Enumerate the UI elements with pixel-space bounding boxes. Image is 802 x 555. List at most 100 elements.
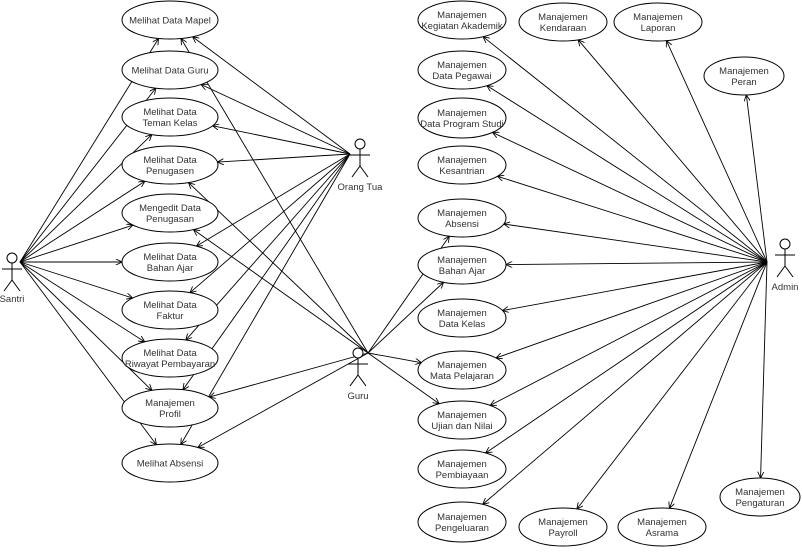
use-case-label: Absensi [445,219,479,230]
use-case-label: Pembiayaan [436,470,489,481]
use-case-label: Ujian dan Nilai [431,421,492,432]
use-case-label: Manajemen [637,517,687,528]
use-case-uc10: Melihat Absensi [121,443,219,483]
use-case-label: Peran [731,77,756,88]
association-admin-r11 [483,261,768,504]
association-admin-r10 [486,261,768,453]
use-case-label: Data Kelas [439,319,486,330]
association-admin-k1 [578,40,768,263]
association-guru-r6 [367,282,444,354]
use-case-ellipse [121,97,219,137]
use-case-label: Bahan Ajar [147,263,193,274]
use-case-label: Manajemen [437,108,487,119]
association-admin-r7 [502,261,768,311]
use-case-label: Laporan [641,23,676,34]
association-admin-l1 [666,41,768,263]
actor-head [779,238,791,250]
use-case-ellipse [121,443,219,483]
actor-label: Santri [0,294,24,305]
use-case-ellipse [417,400,507,440]
use-case-label: Manajemen [437,512,487,523]
actor-guru: Guru [347,347,369,402]
use-case-label: Manajemen [538,12,588,23]
use-case-label: Asrama [646,528,679,539]
association-admin-r5 [504,224,768,263]
actor-figure [348,358,368,387]
association-admin-r3 [493,132,768,263]
use-case-label: Profil [159,409,181,420]
actor-figure [350,149,370,178]
actor-head [6,252,18,264]
actor-head [352,347,364,359]
association-guru-uc5 [193,230,369,354]
actor-admin: Admin [772,238,798,293]
use-case-ellipse [518,2,608,42]
use-case-ellipse [121,193,219,233]
use-case-label: Kendaraan [540,23,586,34]
use-case-label: Kesantrian [439,166,484,177]
association-admin-r8 [496,261,768,358]
use-case-label: Manajemen [437,60,487,71]
use-case-label: Manajemen [145,398,195,409]
use-case-ellipse [417,449,507,489]
use-case-label: Manajemen [437,255,487,266]
use-case-label: Payroll [548,528,577,539]
use-case-label: Manajemen [437,155,487,166]
association-admin-p1 [746,95,768,263]
use-case-label: Melihat Data [143,252,197,263]
association-admin-r1 [483,37,768,263]
use-case-label: Manajemen [719,66,769,77]
use-case-label: Data Program Studi [420,119,503,130]
actor-figure [2,263,22,292]
use-case-ellipse [417,298,507,338]
association-orangtua-uc6 [196,153,351,246]
association-guru-uc10 [198,352,369,448]
use-case-label: Riwayat Pembayaran [125,359,215,370]
association-santri-uc5 [19,225,133,263]
use-case-ellipse [121,50,219,90]
use-case-label: Melihat Data [143,107,197,118]
association-guru-uc9 [209,352,369,397]
association-guru-uc1 [181,38,369,354]
use-case-ellipse [703,56,785,96]
use-case-ellipse [417,501,507,543]
use-case-label: Manajemen [437,208,487,219]
actor-orangtua: Orang Tua [338,138,383,193]
use-case-ellipse [417,145,507,185]
use-case-label: Manajemen [633,12,683,23]
use-case-ellipse [719,477,801,517]
association-santri-uc4 [19,181,145,263]
actor-head [354,138,366,150]
use-case-ellipse [417,245,507,285]
use-case-uc1: Melihat Data Mapel [121,0,219,40]
use-case-ellipse [121,145,219,185]
use-case-ellipse [417,50,507,90]
use-case-ellipse [121,388,219,428]
use-case-label: Melihat Data [143,155,197,166]
use-case-ellipse [121,338,219,378]
use-case-ellipse [121,242,219,282]
association-santri-uc9 [19,261,152,390]
actor-santri: Santri [0,252,24,305]
actor-figure [775,249,795,278]
